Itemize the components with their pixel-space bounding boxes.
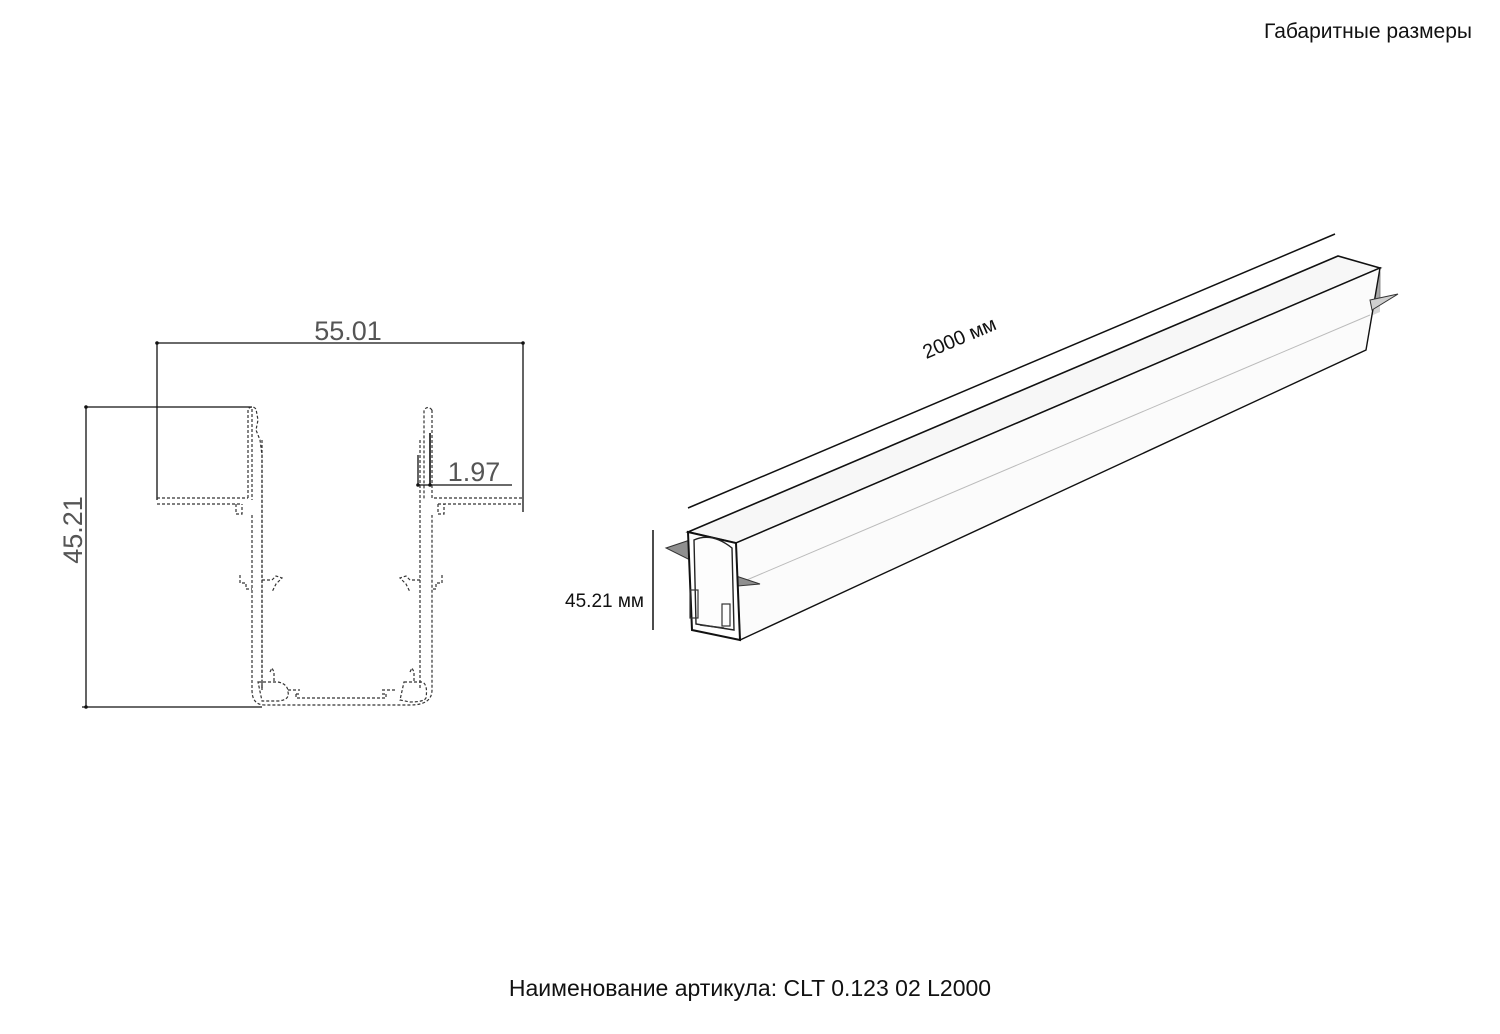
width-dimension-label: 55.01 xyxy=(314,316,382,346)
length-dimension-line xyxy=(687,233,1336,509)
height-dimension: 45.21 xyxy=(58,405,262,709)
page-title: Габаритные размеры xyxy=(1264,20,1472,43)
width-dimension: 55.01 xyxy=(155,316,525,512)
profile-body xyxy=(664,255,1399,642)
cross-section-drawing: 55.01 45.21 1.97 xyxy=(58,316,525,709)
length-dimension-label: 2000 мм xyxy=(920,313,1000,364)
iso-height-dimension-label: 45.21 мм xyxy=(565,591,644,612)
wall-dimension: 1.97 xyxy=(416,433,512,487)
wall-dimension-label: 1.97 xyxy=(448,457,501,487)
article-name: Наименование артикула: CLT 0.123 02 L200… xyxy=(508,975,992,1001)
height-dimension-label: 45.21 xyxy=(58,496,88,564)
profile-outline xyxy=(157,406,523,706)
isometric-view: 2000 мм 45.21 мм xyxy=(565,233,1399,642)
